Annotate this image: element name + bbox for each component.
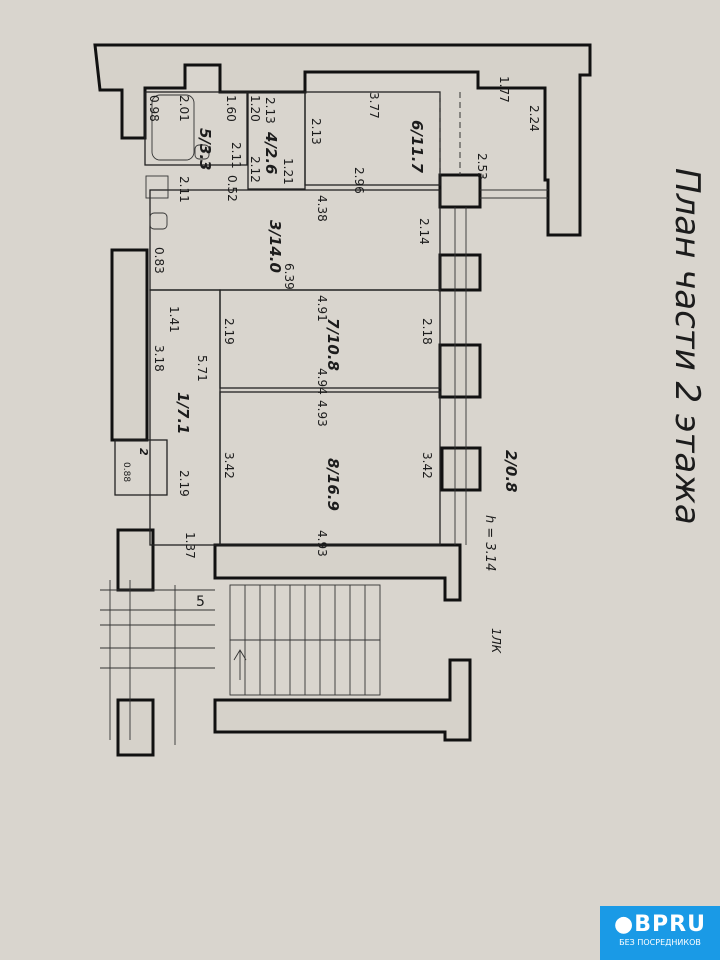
svg-text:3.18: 3.18 bbox=[152, 345, 166, 372]
svg-text:3.42: 3.42 bbox=[420, 452, 434, 479]
stair-wall-top bbox=[213, 543, 462, 602]
svg-text:2/0.8: 2/0.8 bbox=[502, 450, 520, 493]
outer-wall-top bbox=[93, 43, 592, 237]
svg-text:4.94: 4.94 bbox=[315, 368, 329, 395]
svg-text:2.19: 2.19 bbox=[222, 318, 236, 345]
toilet-icon bbox=[194, 144, 210, 160]
room-6-outline bbox=[304, 91, 441, 186]
window-pier bbox=[440, 446, 482, 492]
svg-text:2.14: 2.14 bbox=[417, 218, 431, 245]
svg-text:2.24: 2.24 bbox=[527, 105, 541, 132]
svg-text:1.20: 1.20 bbox=[248, 95, 262, 122]
window-pier bbox=[438, 173, 482, 209]
svg-text:3.77: 3.77 bbox=[367, 92, 381, 119]
stair-label: 1ЛК bbox=[489, 628, 503, 654]
dimension-labels: 0.98 2.01 1.60 1.20 2.13 2.12 1.21 2.11 … bbox=[121, 76, 541, 559]
svg-text:1.60: 1.60 bbox=[224, 95, 238, 122]
svg-text:2: 2 bbox=[137, 448, 150, 456]
svg-text:3/14.0: 3/14.0 bbox=[266, 220, 284, 273]
svg-text:1.37: 1.37 bbox=[183, 532, 197, 559]
bathtub-icon bbox=[151, 94, 195, 161]
svg-text:4/2.6: 4/2.6 bbox=[262, 131, 280, 175]
window-pier bbox=[438, 343, 482, 399]
svg-text:2.01: 2.01 bbox=[177, 95, 191, 122]
bpru-badge: ●BPRU БЕЗ ПОСРЕДНИКОВ bbox=[600, 906, 720, 960]
room-labels: 5/3.3 4/2.6 6/11.7 3/14.0 7/10.8 8/16.9 … bbox=[137, 120, 520, 511]
svg-text:6.39: 6.39 bbox=[282, 263, 296, 290]
room-2-outline bbox=[114, 439, 168, 496]
svg-text:7/10.8: 7/10.8 bbox=[324, 318, 342, 371]
wall-column bbox=[116, 528, 155, 592]
svg-text:4.38: 4.38 bbox=[315, 195, 329, 222]
svg-text:5/3.3: 5/3.3 bbox=[196, 128, 214, 171]
svg-text:0.98: 0.98 bbox=[147, 95, 161, 122]
svg-text:1.77: 1.77 bbox=[497, 76, 511, 103]
stove-icon bbox=[145, 175, 169, 199]
svg-text:0.83: 0.83 bbox=[152, 247, 166, 274]
wall-column bbox=[116, 698, 155, 757]
svg-text:4.93: 4.93 bbox=[315, 530, 329, 557]
stair-wall-bottom bbox=[213, 658, 472, 742]
svg-text:5.71: 5.71 bbox=[195, 355, 209, 382]
svg-text:4.91: 4.91 bbox=[315, 295, 329, 322]
svg-text:8/16.9: 8/16.9 bbox=[324, 458, 342, 511]
plan-title: План части 2 этажа bbox=[667, 168, 707, 525]
grid-lines bbox=[100, 580, 215, 745]
room-5-outline bbox=[144, 91, 248, 166]
svg-text:1.21: 1.21 bbox=[281, 158, 295, 185]
svg-text:2.53: 2.53 bbox=[475, 153, 489, 180]
svg-text:1.41: 1.41 bbox=[167, 306, 181, 333]
svg-text:2.96: 2.96 bbox=[352, 167, 366, 194]
bpru-subtitle: БЕЗ ПОСРЕДНИКОВ bbox=[619, 938, 701, 947]
sink-icon bbox=[149, 212, 168, 230]
unit-5-label: 5 bbox=[196, 594, 205, 610]
svg-text:6/11.7: 6/11.7 bbox=[408, 120, 426, 173]
bpru-logo: ●BPRU bbox=[614, 912, 706, 937]
svg-text:2.13: 2.13 bbox=[309, 118, 323, 145]
window-pier bbox=[438, 253, 482, 292]
room-1-outline bbox=[149, 289, 221, 546]
svg-text:4.93: 4.93 bbox=[315, 400, 329, 427]
svg-text:2.11: 2.11 bbox=[229, 142, 243, 169]
staircase bbox=[229, 584, 381, 696]
wall-column bbox=[110, 248, 149, 442]
svg-text:2.18: 2.18 bbox=[420, 318, 434, 345]
ceiling-height: h = 3.14 bbox=[482, 515, 497, 571]
svg-text:3.42: 3.42 bbox=[222, 452, 236, 479]
svg-text:2.12: 2.12 bbox=[248, 156, 262, 183]
svg-text:2.19: 2.19 bbox=[177, 470, 191, 497]
svg-text:0.52: 0.52 bbox=[225, 175, 239, 202]
svg-text:1/7.1: 1/7.1 bbox=[174, 392, 192, 435]
svg-text:2.11: 2.11 bbox=[177, 176, 191, 203]
svg-text:2.13: 2.13 bbox=[263, 97, 277, 124]
svg-text:0.88: 0.88 bbox=[121, 462, 131, 482]
